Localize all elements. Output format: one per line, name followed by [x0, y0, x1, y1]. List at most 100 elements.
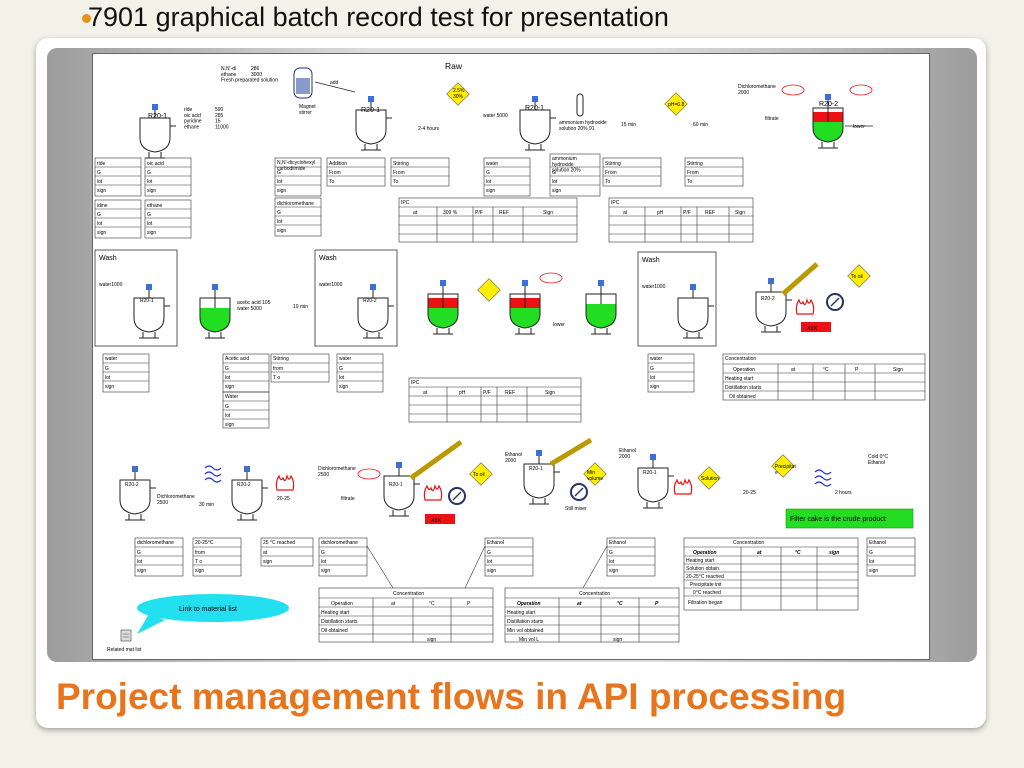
svg-text:G: G	[650, 366, 654, 372]
svg-text:sign: sign	[609, 568, 618, 574]
hours-note: 2-4 hours	[418, 126, 440, 132]
svg-text:P: P	[655, 601, 659, 607]
svg-text:Oil obtained: Oil obtained	[321, 628, 348, 634]
svg-text:P: P	[467, 601, 471, 607]
connector-lines	[366, 545, 608, 589]
svg-text:T o: T o	[273, 375, 280, 381]
svg-text:P/F: P/F	[483, 390, 491, 396]
svg-text:sign: sign	[263, 559, 272, 565]
svg-text:IPC: IPC	[401, 200, 410, 206]
reactor-r20-1-b	[355, 95, 393, 151]
svg-text:Concentration: Concentration	[725, 356, 756, 362]
svg-text:Oil obtained: Oil obtained	[729, 394, 756, 400]
condenser	[781, 262, 819, 296]
reactor-r20-2-green	[585, 279, 617, 335]
svg-text:Solution obtain.: Solution obtain.	[686, 566, 720, 572]
related-mat-list-icon[interactable]	[120, 629, 132, 642]
svg-text:R20-2: R20-2	[363, 298, 377, 304]
svg-text:IPC: IPC	[611, 200, 620, 206]
pressure-gauge-2	[448, 487, 466, 505]
svg-text:Operation: Operation	[733, 367, 755, 373]
svg-text:20-25°C reached: 20-25°C reached	[686, 574, 724, 580]
table-ride	[94, 157, 192, 239]
svg-text:From: From	[329, 170, 341, 176]
add-arrow	[314, 81, 356, 93]
reactor-r20-2-b	[755, 277, 793, 333]
svg-text:Distillation starts: Distillation starts	[507, 619, 544, 625]
svg-text:IPC: IPC	[411, 380, 420, 386]
svg-text:R20-1: R20-1	[389, 482, 403, 488]
svg-text:Sign: Sign	[735, 210, 745, 216]
svg-text:from: from	[195, 550, 205, 556]
svg-text:water1000: water1000	[642, 284, 666, 290]
svg-text:at: at	[623, 210, 628, 216]
table-group-row2	[102, 353, 926, 429]
svg-text:lot: lot	[277, 219, 283, 225]
svg-text:G: G	[137, 550, 141, 556]
svg-text:lot: lot	[137, 559, 143, 565]
svg-text:lot: lot	[339, 375, 345, 381]
svg-text:water: water	[650, 356, 663, 362]
svg-text:Heating start: Heating start	[725, 376, 754, 382]
svg-text:R20-2: R20-2	[819, 101, 838, 108]
svg-text:pH: pH	[657, 210, 664, 216]
svg-text:10 min: 10 min	[293, 304, 308, 310]
svg-text:REF: REF	[705, 210, 715, 216]
svg-text:sign: sign	[650, 384, 659, 390]
svg-text:sign: sign	[225, 384, 234, 390]
svg-text:To: To	[329, 179, 335, 185]
svg-text:G: G	[97, 212, 101, 218]
svg-text:REF: REF	[505, 390, 515, 396]
svg-text:Filter cake is the crude produ: Filter cake is the crude product	[790, 516, 886, 523]
svg-text:sign: sign	[552, 188, 561, 194]
svg-text:sign: sign	[97, 230, 106, 236]
svg-text:°C: °C	[617, 601, 623, 607]
svg-text:G: G	[277, 210, 281, 216]
svg-text:filtrate: filtrate	[341, 496, 355, 502]
svg-text:P/F: P/F	[683, 210, 691, 216]
svg-text:Water: Water	[225, 394, 238, 400]
ph-diamond-2	[477, 278, 501, 302]
svg-text:R20-2: R20-2	[125, 482, 139, 488]
reactor-r20-2-d	[231, 465, 269, 521]
svg-text:lot: lot	[321, 559, 327, 565]
svg-text:lot: lot	[869, 559, 875, 565]
wash-box-3	[637, 251, 717, 347]
xxx-label-2	[425, 514, 455, 524]
pressure-gauge-3	[570, 483, 588, 501]
svg-text:dichloromethane: dichloromethane	[321, 540, 358, 546]
svg-text:pH: pH	[459, 390, 466, 396]
add-label: add	[330, 80, 339, 86]
svg-text:G: G	[225, 366, 229, 372]
slide-title: Project management flows in API processi…	[56, 676, 847, 717]
svg-text:Precipitate init: Precipitate init	[690, 582, 722, 588]
svg-text:From: From	[687, 170, 699, 176]
svg-text:idine: idine	[97, 203, 108, 209]
svg-text:Operation: Operation	[517, 601, 541, 607]
svg-text:Precipitate: Precipitate	[775, 464, 796, 476]
svg-text:dichloromethane: dichloromethane	[277, 201, 314, 207]
reactor-wash-green-1	[199, 283, 231, 339]
svg-text:sign: sign	[427, 637, 436, 643]
link-to-material-list[interactable]: Link to material list	[137, 594, 289, 634]
svg-text:P/F: P/F	[475, 210, 483, 216]
svg-text:sign: sign	[195, 568, 204, 574]
svg-text:XXX: XXX	[431, 518, 442, 524]
svg-text:25 °C reached: 25 °C reached	[263, 540, 295, 546]
svg-text:lot: lot	[97, 179, 103, 185]
svg-text:at: at	[413, 210, 418, 216]
svg-text:2.5%30%: 2.5%30%	[453, 88, 465, 100]
bullet-text: 7901 graphical batch record test for pre…	[88, 2, 669, 32]
svg-text:Addition: Addition	[329, 161, 347, 167]
svg-text:at: at	[391, 601, 396, 607]
svg-text:lot: lot	[277, 179, 283, 185]
